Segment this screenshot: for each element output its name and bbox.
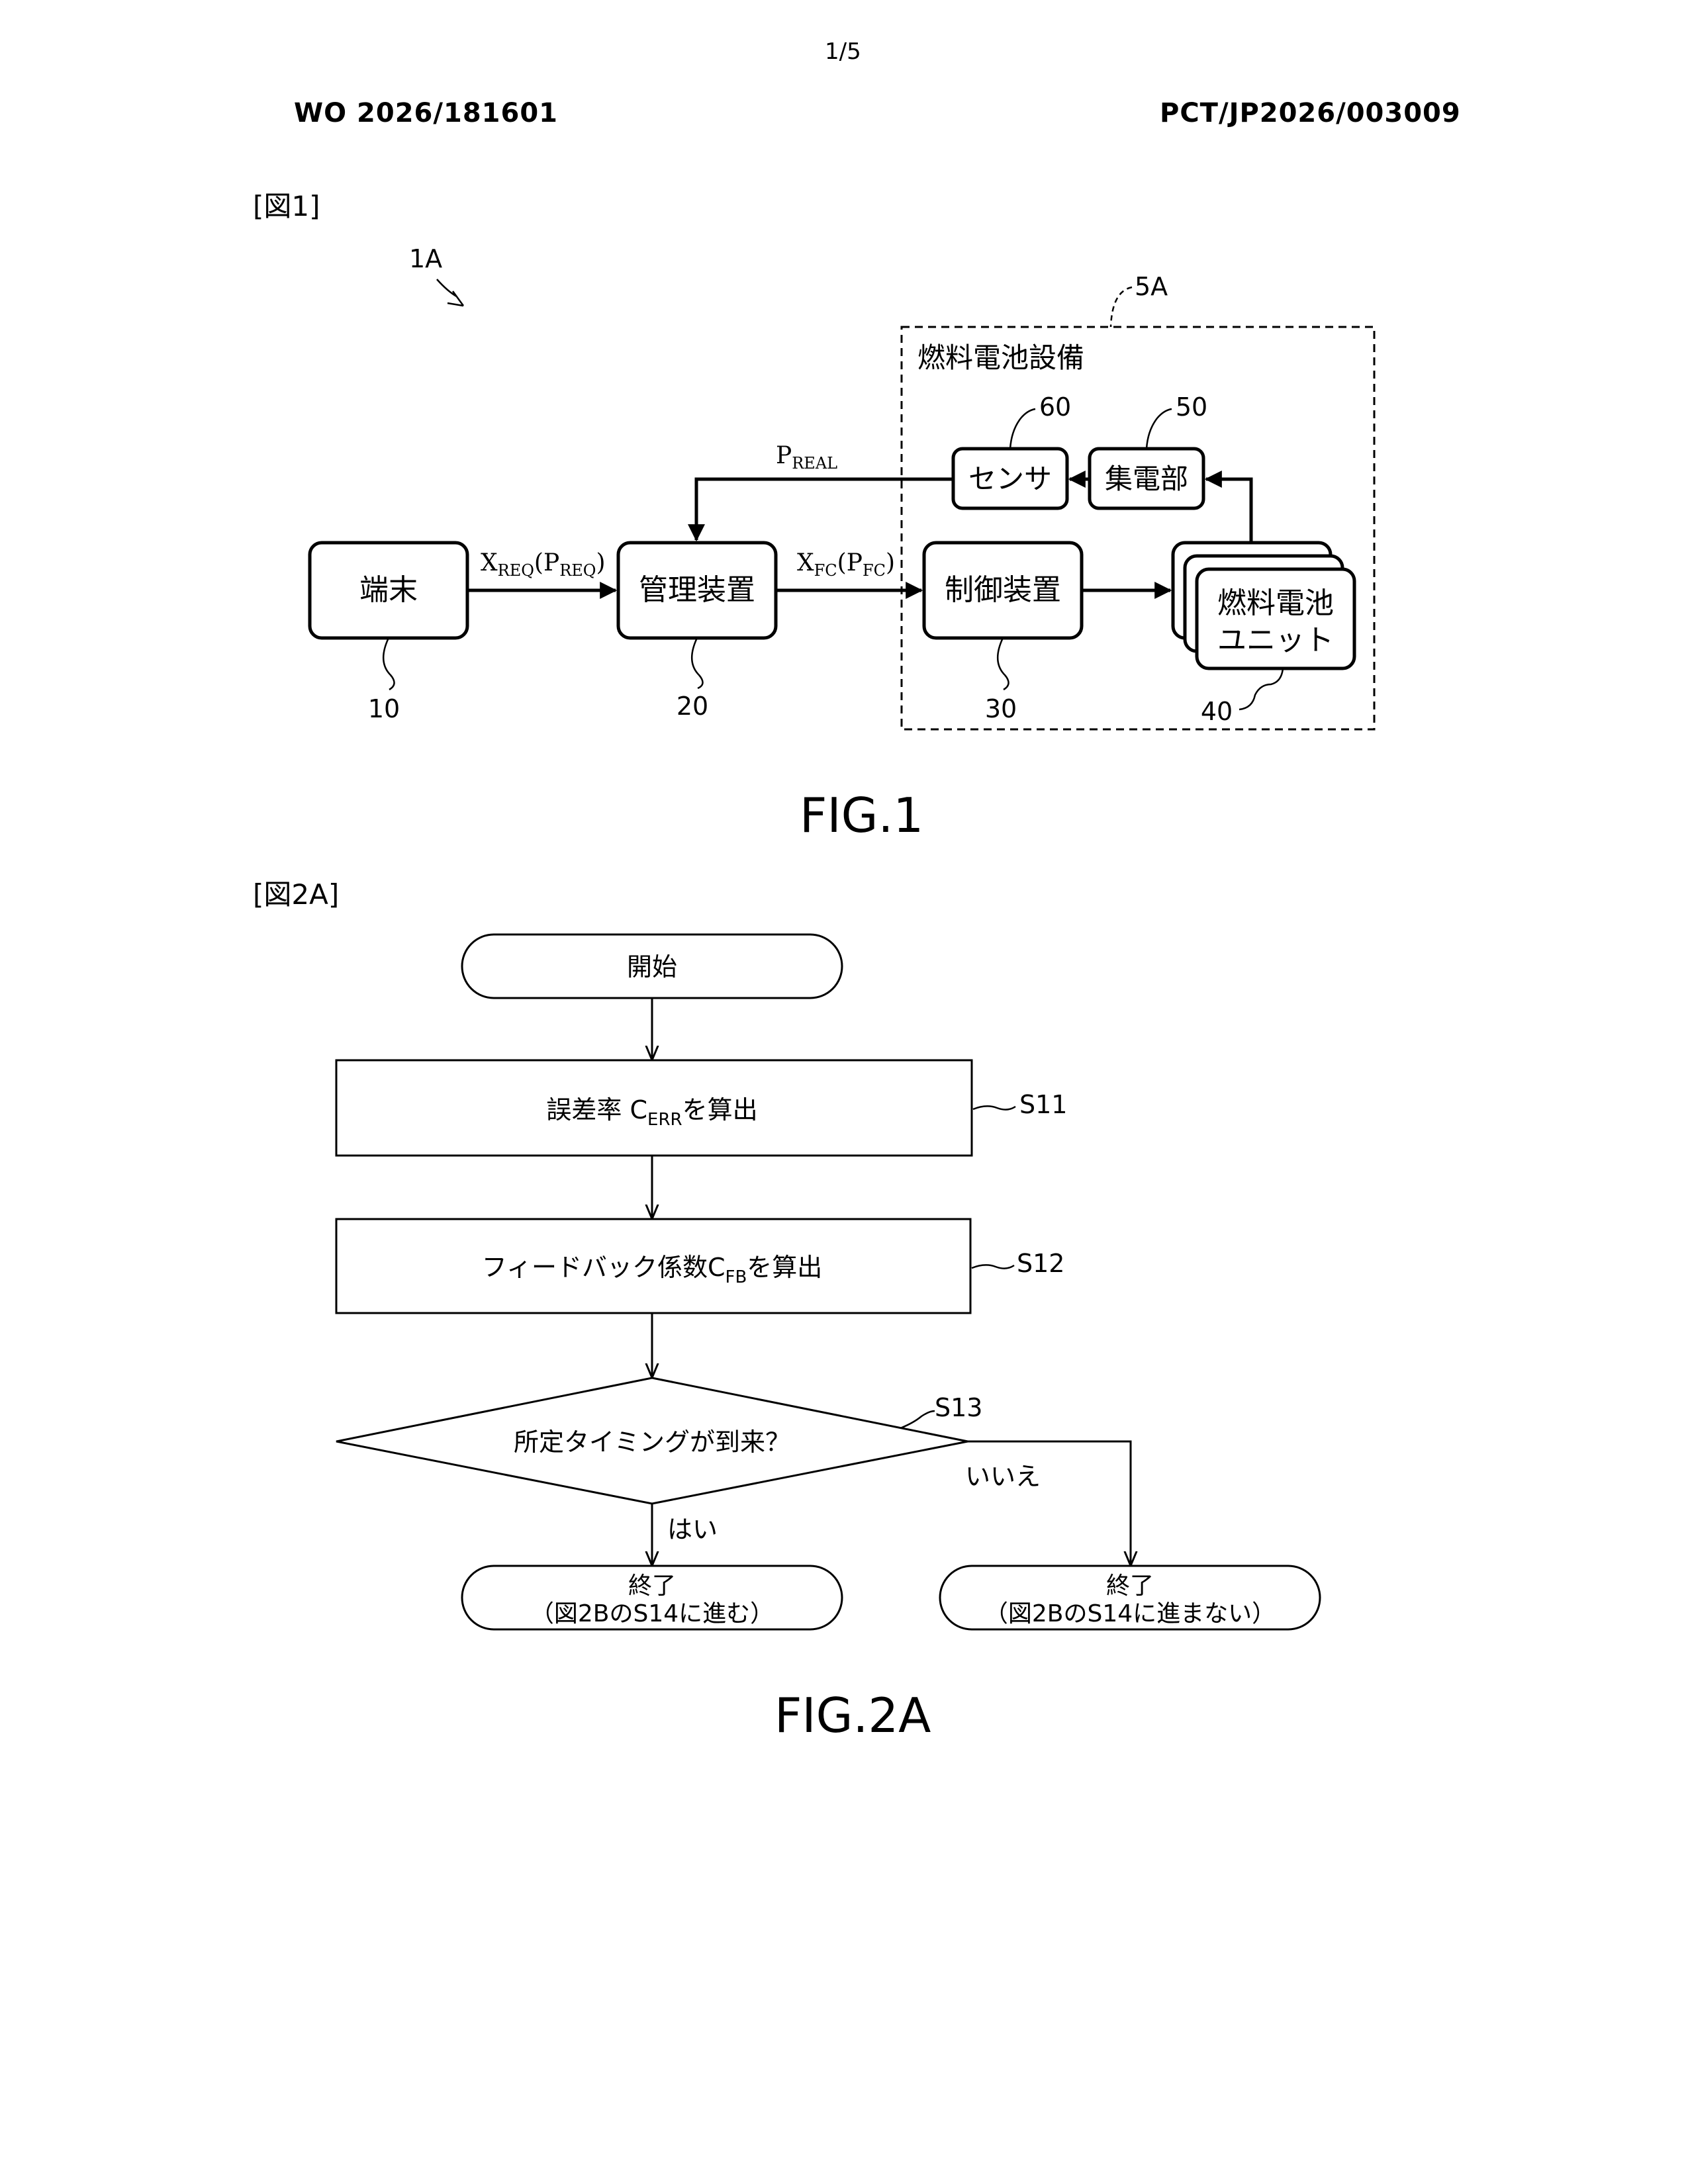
arrow-sensor-to-management (696, 479, 953, 540)
flow-arrow-no (968, 1441, 1131, 1565)
sensor-ref-leader (1010, 409, 1035, 449)
controller-ref-leader (998, 638, 1008, 690)
controller-label: 制御装置 (945, 573, 1061, 607)
flow-start-label: 開始 (627, 952, 677, 981)
facility-label: 燃料電池設備 (917, 341, 1084, 374)
fuel-cell-label-line2: ユニット (1217, 623, 1334, 657)
figure2a-flowchart: 開始 誤差率 CERRを算出 S11 フィードバック係数CFBを算出 S12 所… (336, 934, 1320, 1629)
flow-s12-ref: S12 (1017, 1249, 1064, 1278)
flow-end-yes-line1: 終了 (628, 1572, 676, 1600)
terminal-ref: 10 (368, 694, 400, 723)
flow-yes-label: はい (667, 1515, 718, 1544)
signal-x-req: XREQ(PREQ) (481, 549, 606, 580)
arrow-fuel-cell-to-collector (1206, 479, 1251, 543)
flow-end-no-line2: （図2BのS14に進まない） (984, 1600, 1276, 1627)
system-ref-arrowhead (447, 291, 463, 306)
signal-p-real: PREAL (776, 442, 837, 473)
figure1-diagram: 1A 燃料電池設備 5A 端末 10 管理装置 20 制御装置 30 燃料電池 … (310, 244, 1374, 729)
management-ref: 20 (677, 692, 708, 721)
facility-ref-leader (1111, 287, 1132, 327)
sensor-ref: 60 (1039, 392, 1071, 422)
flow-s13-ref: S13 (935, 1393, 982, 1422)
terminal-ref-leader (383, 638, 394, 690)
fuel-cell-ref: 40 (1201, 697, 1233, 726)
collector-label: 集電部 (1105, 463, 1188, 495)
flow-s11-ref-leader (973, 1106, 1015, 1109)
fuel-cell-ref-leader (1239, 668, 1283, 709)
management-label: 管理装置 (639, 573, 755, 607)
flow-step-s11 (336, 1060, 972, 1156)
flow-decision-s13-label: 所定タイミングが到来？ (514, 1428, 790, 1457)
flow-s12-ref-leader (972, 1265, 1014, 1268)
sensor-label: センサ (968, 463, 1052, 495)
system-ref-label: 1A (409, 244, 442, 273)
controller-ref: 30 (985, 694, 1017, 723)
fuel-cell-label-line1: 燃料電池 (1217, 586, 1334, 620)
management-ref-leader (692, 638, 702, 688)
signal-x-fc: XFC(PFC) (797, 549, 895, 580)
flow-s13-ref-leader (900, 1411, 935, 1428)
flow-s11-ref: S11 (1019, 1090, 1067, 1119)
terminal-label: 端末 (359, 573, 418, 607)
collector-ref: 50 (1176, 392, 1207, 422)
collector-ref-leader (1147, 409, 1172, 449)
flow-no-label: いいえ (965, 1462, 1041, 1491)
flow-end-no-line1: 終了 (1106, 1572, 1154, 1600)
facility-ref-label: 5A (1135, 272, 1168, 301)
flow-end-yes-line2: （図2BのS14に進む） (530, 1600, 774, 1627)
